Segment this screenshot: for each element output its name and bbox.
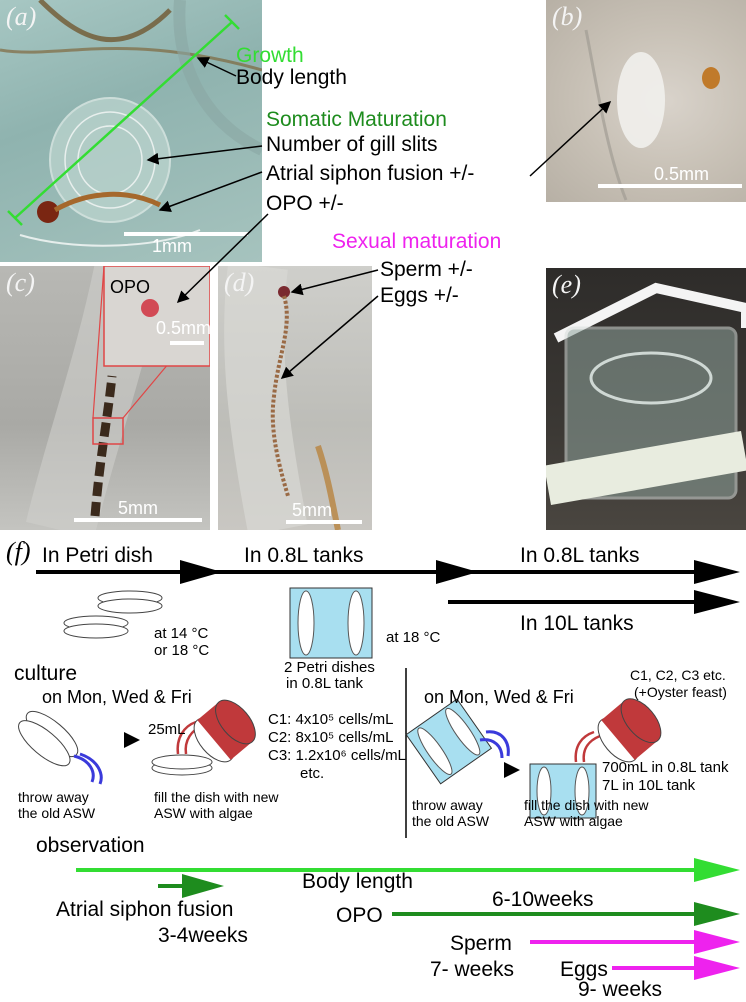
atrial-fusion-label: Atrial siphon fusion +/- [266, 162, 475, 185]
culture-c3: C3: 1.2x10⁶ cells/mL [268, 747, 406, 764]
culture-feed-right-1: C1, C2, C3 etc. [630, 667, 726, 683]
temp-petri-line1: at 14 °C [154, 625, 209, 642]
petri-dish-stack [63, 590, 163, 639]
stage-08l-tanks-2: In 0.8L tanks [520, 544, 640, 567]
gill-slits-label: Number of gill slits [266, 133, 438, 156]
panel-b-scale-label: 0.5mm [654, 164, 710, 184]
obs-eggs: Eggs [560, 958, 608, 981]
panel-c-micrograph: (c) OPO 0.5mm 5mm [0, 266, 210, 530]
panel-e-photo: (e) [546, 268, 746, 530]
panel-a-specimen [0, 0, 262, 247]
sperm-label: Sperm +/- [380, 258, 473, 281]
panel-c-specimen [25, 266, 210, 530]
culture-vol-right-2: 7L in 10L tank [602, 777, 696, 794]
panel-c-scale-bar [74, 518, 202, 522]
panel-a-label: (a) [6, 2, 37, 31]
panel-d-specimen [224, 266, 341, 530]
body-length-label: Body length [236, 66, 347, 89]
culture-fill-right-2: ASW with algae [524, 813, 623, 829]
culture-throw-right-2: the old ASW [412, 813, 490, 829]
panel-c-label: (c) [6, 268, 35, 297]
culture-feed-right-2: (+Oyster feast) [634, 684, 727, 700]
obs-sperm: Sperm [450, 932, 512, 955]
panel-b-scale-bar [598, 184, 742, 188]
stage-10l-tanks: In 10L tanks [520, 612, 634, 635]
culture-schedule-right: on Mon, Wed & Fri [424, 687, 574, 707]
panel-d-scale-label: 5mm [292, 500, 332, 520]
panel-e-tank [546, 282, 746, 506]
stage-08l-tanks-1: In 0.8L tanks [244, 544, 364, 567]
obs-opo: OPO [336, 904, 383, 927]
panel-f-label: (f) [6, 537, 31, 566]
obs-opo-weeks: 6-10weeks [492, 888, 594, 911]
somatic-maturation-label: Somatic Maturation [266, 108, 447, 131]
panel-c-inset-label: OPO [110, 277, 151, 297]
obs-atrial-weeks: 3-4weeks [158, 924, 248, 947]
panel-a-scale-bar [124, 232, 248, 236]
panel-d-scale-bar [286, 520, 362, 524]
panel-d-micrograph: (d) 5mm [218, 266, 372, 530]
culture-vol-right-1: 700mL in 0.8L tank [602, 759, 729, 776]
panel-c-inset-scale-label: 0.5mm [156, 318, 210, 338]
panel-b-micrograph: (b) 0.5mm [546, 0, 746, 202]
obs-atrial-fusion: Atrial siphon fusion [56, 898, 234, 921]
culture-throw-right-1: throw away [412, 797, 483, 813]
culture-fill-left-1: fill the dish with new [154, 789, 279, 805]
culture-throw-left-1: throw away [18, 789, 89, 805]
tank-caption-line1: 2 Petri dishes [284, 659, 375, 676]
panel-d-label: (d) [224, 268, 255, 297]
stage-petri-dish: In Petri dish [42, 544, 153, 567]
panel-b-specimen [584, 29, 720, 201]
sexual-maturation-label: Sexual maturation [332, 230, 502, 253]
growth-label: Growth [236, 44, 304, 67]
opo-label: OPO +/- [266, 192, 344, 215]
tank-caption-line2: in 0.8L tank [286, 675, 363, 692]
panel-a-micrograph: (a) 1mm [0, 0, 262, 262]
culture-schedule-left: on Mon, Wed & Fri [42, 687, 192, 707]
culture-fill-right-1: fill the dish with new [524, 797, 649, 813]
panel-b-label: (b) [552, 2, 583, 31]
temp-petri-line2: or 18 °C [154, 642, 210, 659]
observation-title: observation [36, 834, 145, 857]
culture-etc: etc. [300, 765, 325, 782]
culture-c1: C1: 4x10⁵ cells/mL [268, 711, 394, 728]
panel-a-scale-label: 1mm [152, 236, 192, 256]
eggs-label: Eggs +/- [380, 284, 459, 307]
panel-e-label: (e) [552, 270, 581, 299]
culture-c2: C2: 8x10⁵ cells/mL [268, 729, 394, 746]
culture-throw-left-2: the old ASW [18, 805, 96, 821]
panel-c-scale-label: 5mm [118, 498, 158, 518]
culture-title: culture [14, 662, 78, 685]
temp-tank: at 18 °C [386, 629, 441, 646]
obs-eggs-weeks: 9- weeks [578, 978, 663, 1001]
culture-fill-left-2: ASW with algae [154, 805, 253, 821]
culture-volume-left: 25mL [148, 721, 186, 738]
panel-c-inset-scale-bar [170, 341, 204, 345]
obs-body-length: Body length [302, 870, 413, 893]
obs-sperm-weeks: 7- weeks [430, 958, 515, 981]
